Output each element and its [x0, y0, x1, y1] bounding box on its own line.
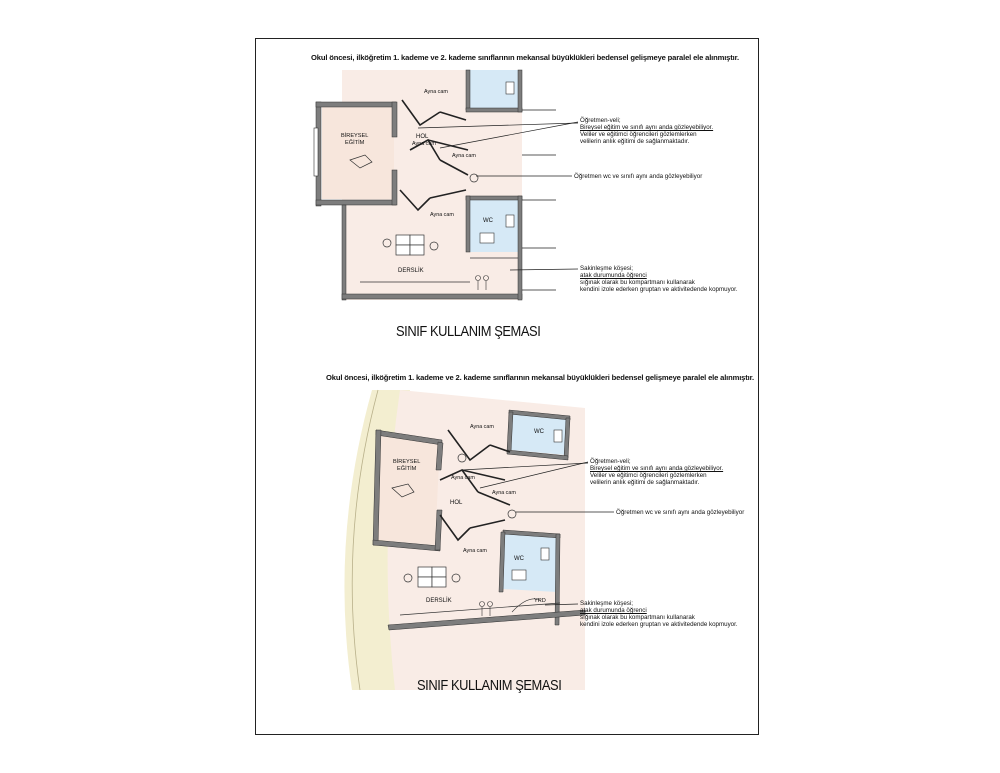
mirror-label: Ayna cam: [492, 490, 516, 496]
wall: [498, 531, 506, 593]
calm-corner-figures-icon: [479, 601, 493, 616]
leader-lines: [461, 461, 614, 606]
child-figure-icon: [391, 483, 415, 498]
individual-room-floor: [378, 432, 440, 545]
mirror-label: Ayna cam: [424, 89, 448, 95]
wc-top-label: WC: [534, 429, 544, 435]
classroom-table: [417, 566, 447, 588]
figure-1-schema-title: SINIF KULLANIM ŞEMASI: [396, 323, 541, 340]
toilet-icon: [505, 214, 515, 228]
figure-2-heading: Okul öncesi, ilköğretim 1. kademe ve 2. …: [326, 373, 754, 382]
teacher-wc-note: Öğretmen wc ve sınıfı aynı anda gözleyeb…: [616, 509, 745, 516]
wall: [554, 533, 561, 626]
individual-room-label: BİREYSEL EĞİTİM: [341, 133, 369, 146]
calm-corner-note: Sakinleşme köşesi; atak durumunda öğrenc…: [580, 600, 738, 628]
mirror-label: Ayna cam: [470, 424, 494, 430]
individual-room-label: BİREYSEL EĞİTİM: [393, 459, 421, 472]
classroom-label: DERSLİK: [426, 598, 452, 604]
mirror-label: Ayna cam: [452, 153, 476, 159]
person-icon: [382, 238, 392, 248]
sink-icon: [479, 232, 495, 244]
calm-corner-figures-icon: [475, 275, 489, 290]
facade-curve: [351, 389, 379, 691]
individual-room-floor: [322, 107, 394, 199]
mirror-label: Ayna cam: [463, 548, 487, 554]
toilet-icon: [505, 81, 515, 95]
wall: [372, 539, 441, 552]
teacher-wc-note: Öğretmen wc ve sınıfı aynı anda gözleyeb…: [574, 173, 703, 180]
wall: [465, 195, 471, 253]
wall: [387, 609, 586, 631]
mirror-label: Ayna cam: [451, 475, 475, 481]
teacher-icon: [507, 509, 517, 519]
classroom-table: [395, 234, 425, 256]
person-icon: [451, 573, 461, 583]
calm-corner-note: Sakinleşme köşesi; atak durumunda öğrenc…: [580, 265, 738, 293]
wall: [341, 204, 347, 301]
wc-top-floor: [511, 412, 568, 455]
wall: [434, 509, 443, 551]
leader-lines: [417, 109, 579, 291]
teacher-parent-note: Öğretmen-veli; Bireysel eğitim ve sınıfı…: [590, 458, 724, 486]
hall-partitions: [399, 99, 469, 212]
child-figure-icon: [349, 154, 373, 169]
toilet-icon: [540, 547, 550, 561]
classroom-label: DERSLİK: [398, 268, 424, 274]
wall: [506, 449, 569, 461]
person-icon: [457, 453, 467, 463]
wc-label: WC: [514, 556, 524, 562]
toilet-icon: [553, 429, 563, 443]
wall: [435, 441, 444, 471]
hall-label: HOL: [416, 134, 429, 140]
teacher-parent-note: Öğretmen-veli; Bireysel eğitim ve sınıfı…: [580, 117, 714, 145]
door-swing: [511, 598, 541, 613]
figure-1-heading: Okul öncesi, ilköğretim 1. kademe ve 2. …: [311, 53, 739, 62]
person-icon: [429, 241, 439, 251]
person-icon: [403, 573, 413, 583]
wc-floor: [503, 532, 558, 592]
wall: [517, 69, 523, 113]
mirror-label: Ayna cam: [430, 212, 454, 218]
figure-2-schema-title: SINIF KULLANIM ŞEMASI: [417, 677, 562, 694]
teacher-icon: [469, 173, 479, 183]
mirror-label: Ayna cam: [412, 141, 436, 147]
hall-partitions: [439, 429, 511, 542]
window: [313, 127, 319, 177]
sink-icon: [511, 569, 527, 581]
cabinet-line: [399, 602, 561, 616]
hall-label: HOL: [450, 500, 463, 506]
wall: [391, 169, 398, 206]
wc-label: WC: [483, 218, 493, 224]
storage-label: YRD: [534, 598, 546, 604]
wall: [391, 101, 398, 138]
